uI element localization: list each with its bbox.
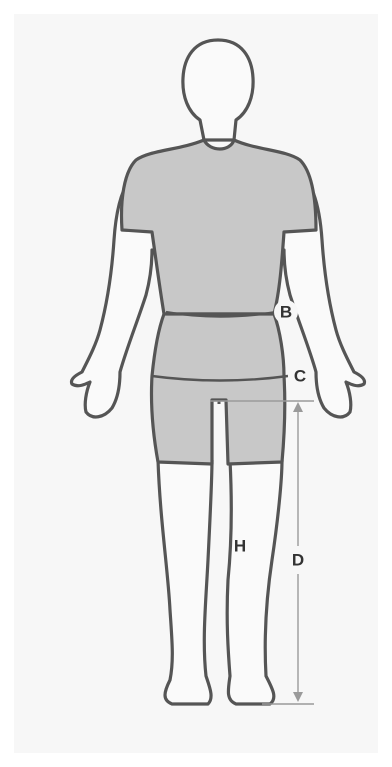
marker-c: C (288, 364, 312, 388)
right-leg (227, 460, 282, 704)
arrow-up-icon (293, 402, 303, 412)
label-d: D (292, 551, 304, 570)
shorts (151, 314, 284, 464)
head (183, 40, 253, 140)
label-h: H (234, 537, 246, 556)
label-c: C (294, 367, 306, 386)
label-b: B (280, 303, 292, 322)
left-leg (158, 460, 212, 704)
arrow-down-icon (293, 692, 303, 702)
marker-d: D (288, 546, 308, 574)
marker-h: H (234, 537, 246, 556)
marker-b: B (274, 300, 298, 324)
